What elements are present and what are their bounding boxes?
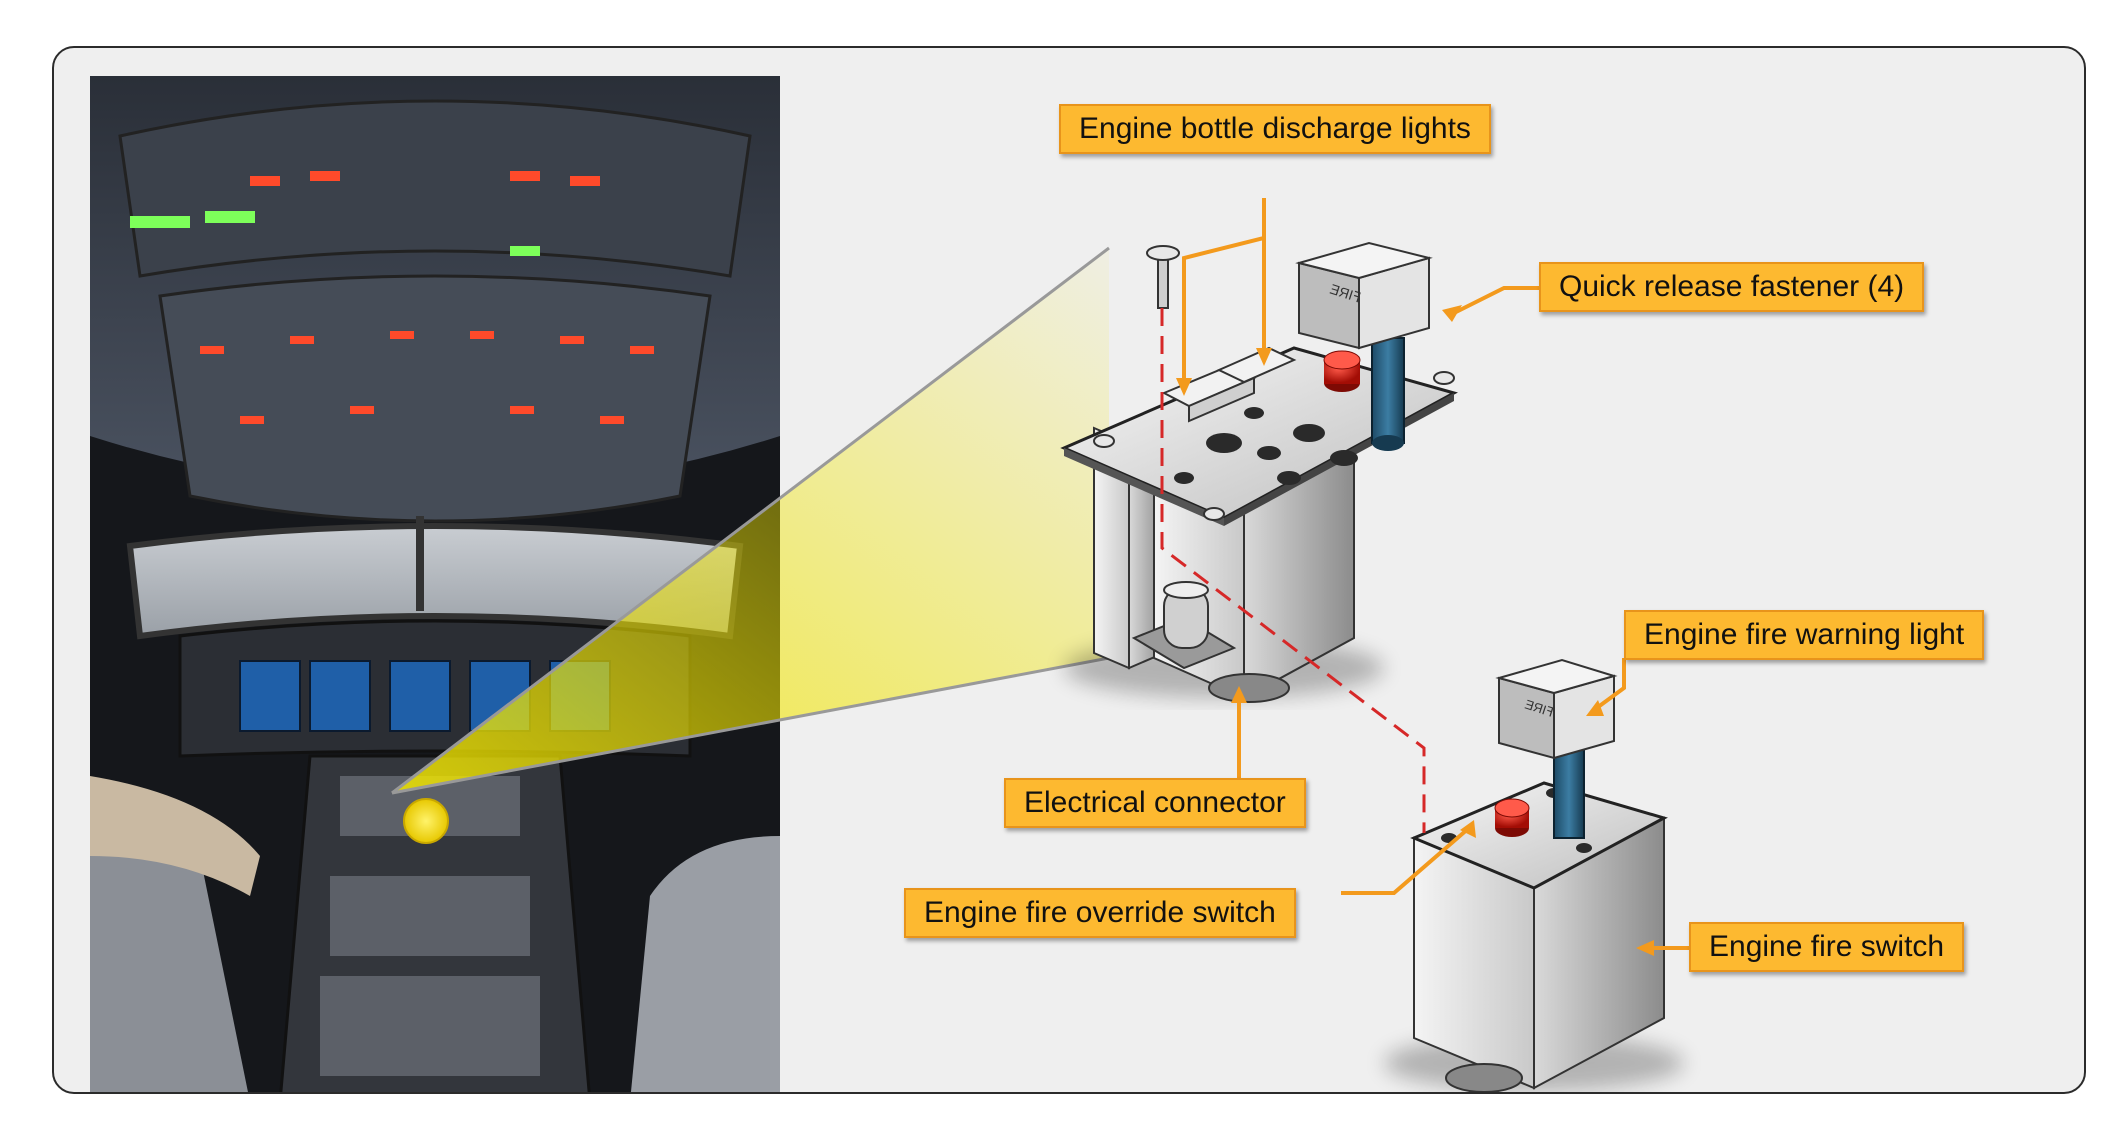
callout-fire-switch: Engine fire switch [1689,922,1965,972]
leader-discharge-left [1182,198,1266,378]
leader-warning-light [1592,658,1626,712]
fire-switch-single-icon: ƎЯIꟻ [1384,658,1684,1092]
callout-bottle-discharge-lights: Engine bottle discharge lights [1059,104,1491,154]
callout-quick-release-fastener: Quick release fastener (4) [1539,262,1925,312]
diagram-frame: ƎЯIꟻ ƎЯIꟻ [52,46,2086,1094]
leader-quick-release [1453,286,1539,315]
discharge-path [1160,308,1426,833]
callout-fire-override-switch: Engine fire override switch [904,888,1296,938]
leader-lines [1182,198,1689,950]
diagram-canvas: ƎЯIꟻ ƎЯIꟻ [391,198,1689,1092]
leader-override [1341,826,1471,895]
projection-edge-bottom [391,656,1110,795]
callout-electrical-connector: Electrical connector [1004,778,1306,828]
projection-edge-top [391,246,1110,795]
leader-arrowheads [1176,305,1654,956]
callout-fire-warning-light: Engine fire warning light [1624,610,1985,660]
fire-switch-assembly-icon: ƎЯIꟻ [1060,241,1458,703]
